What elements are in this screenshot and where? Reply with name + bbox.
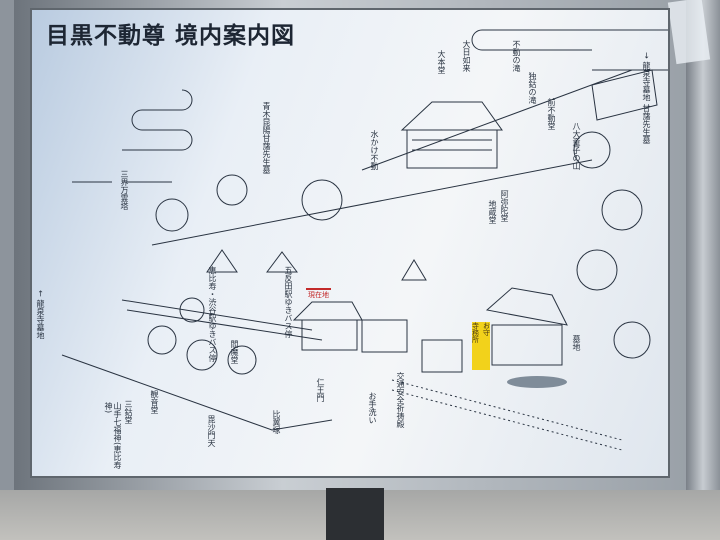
cloud-ornament <box>122 89 193 151</box>
label-sanko: 三鈷堂 <box>124 400 133 424</box>
label-mizukake: 水かけ不動 <box>370 130 379 170</box>
label-shichifuku: 山手七福神(恵比寿神) <box>104 402 122 470</box>
pavilion <box>361 319 463 373</box>
label-bishamon: 毘沙門天 <box>207 415 216 447</box>
label-kangen: 観音堂 <box>150 390 159 414</box>
label-bus-gotanda: 五反田駅ゆきバス停 <box>284 266 293 338</box>
label-hiyoku: 比翼塚 <box>272 410 281 434</box>
office-label-line1: 寺務所 <box>471 322 480 343</box>
trees <box>147 131 651 375</box>
label-niomon: 仁王門 <box>316 378 325 402</box>
label-toilet: お手洗い <box>368 392 377 424</box>
cemetery-gate <box>591 69 658 121</box>
current-location-marker: 現在地 <box>306 288 331 300</box>
fence-front <box>391 379 623 451</box>
label-exit-left: ← 龍泉寺墓地 <box>36 290 45 340</box>
label-jizo: 地蔵堂 <box>488 200 497 224</box>
map-title: 目黒不動尊 境内案内図 <box>46 22 296 49</box>
label-fudo-falls: 不動の滝 <box>512 40 521 72</box>
label-amida: 阿弥陀堂 <box>500 190 509 222</box>
label-seiryu: 青木昆陽甘藷先生墓 <box>262 102 271 174</box>
label-dainichi: 大日如来 <box>462 40 471 72</box>
office-building <box>485 287 568 366</box>
sign-post <box>326 488 384 540</box>
label-enma: 閻魔堂 <box>230 340 239 364</box>
path-line <box>151 159 593 246</box>
main-hall <box>400 101 503 169</box>
label-mae-fudo: 前不動堂 <box>547 98 556 130</box>
round-ornament <box>301 179 343 221</box>
label-tokko-falls: 独鈷の滝 <box>528 72 537 104</box>
niomon-gate <box>292 301 363 351</box>
map-illustration <box>61 29 668 451</box>
cloud-ornament-right <box>471 29 668 71</box>
label-hachidai: 八大童子の山 <box>572 122 581 170</box>
garden-wall <box>61 354 333 431</box>
office-label: 寺務所 お守 <box>471 322 491 370</box>
metal-pole <box>686 0 720 540</box>
map-board: 目黒不動尊 境内案内図 <box>30 8 670 478</box>
label-sankai: 三界万霊塔 <box>120 170 129 210</box>
label-bochi: 墓地 <box>572 335 581 351</box>
label-exit-right: → 龍泉寺墓地 甘藷先生墓 <box>642 52 651 144</box>
label-daihondo: 大本堂 <box>437 50 446 74</box>
wall <box>121 299 323 341</box>
office-label-line2: お守 <box>482 322 491 336</box>
label-bus-ebisu: 恵比寿・渋谷駅ゆきバス停 <box>208 266 217 362</box>
pond <box>507 376 567 388</box>
label-kotsu: 交通安全祈祷殿 <box>396 372 405 428</box>
